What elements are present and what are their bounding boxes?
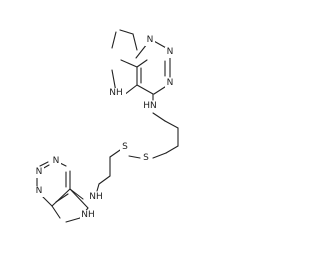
svg-text:NH: NH xyxy=(81,210,95,220)
atom-label-n-top-1: N xyxy=(145,35,155,46)
svg-text:HN: HN xyxy=(143,101,157,111)
upper-purine-ring xyxy=(111,29,171,96)
svg-text:N: N xyxy=(36,186,43,196)
molecule-structure: N N N NH HN S S NH N N N NH xyxy=(34,29,179,223)
lower-linker-chain xyxy=(96,147,124,192)
atom-label-nh-bot-chain: NH xyxy=(88,192,106,203)
svg-text:N: N xyxy=(167,78,174,88)
upper-linker-chain xyxy=(128,93,179,159)
svg-text:N: N xyxy=(36,167,43,177)
atom-label-nh-top-chain: HN xyxy=(142,101,160,112)
atom-label-s-2: S xyxy=(120,142,130,153)
svg-text:N: N xyxy=(167,47,174,57)
atom-label-n-top-2: N xyxy=(165,47,175,58)
svg-text:S: S xyxy=(122,142,128,152)
svg-text:NH: NH xyxy=(89,192,103,202)
svg-text:N: N xyxy=(53,156,60,166)
molecule-canvas: N N N NH HN S S NH N N N NH xyxy=(34,29,179,223)
atom-label-n-bot-3: N xyxy=(34,167,44,178)
atom-label-nh-bot-ring: NH xyxy=(80,210,98,221)
atom-label-nh-top-ring: NH xyxy=(108,88,126,99)
atom-label-n-bot-1: N xyxy=(51,156,61,167)
svg-text:N: N xyxy=(147,35,154,45)
atom-label-s-1: S xyxy=(141,153,151,164)
svg-text:NH: NH xyxy=(109,88,123,98)
atom-label-n-bot-2: N xyxy=(34,186,44,197)
atom-label-n-top-3: N xyxy=(165,78,175,89)
svg-text:S: S xyxy=(143,153,149,163)
